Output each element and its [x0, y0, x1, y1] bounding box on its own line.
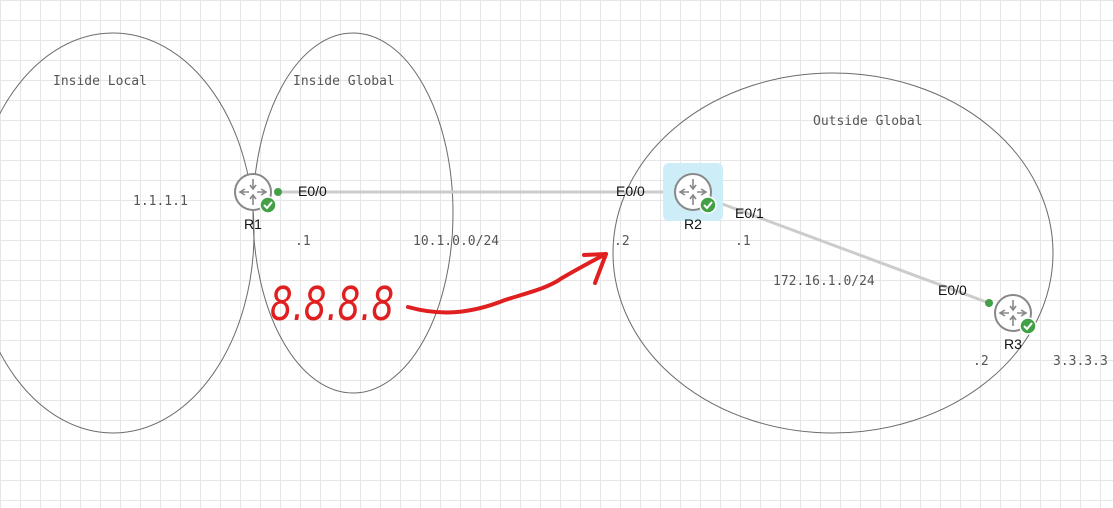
- handwritten-arrow: [406, 252, 608, 315]
- r3-host-ip: 3.3.3.3: [1053, 354, 1108, 369]
- inside-local-label: Inside Local: [53, 74, 147, 89]
- port-dot-r3-e0-0: [985, 299, 993, 307]
- inside-global-label: Inside Global: [293, 74, 395, 89]
- r3-address-suffix: .2: [973, 354, 989, 369]
- r2-right-address-suffix: .1: [735, 234, 751, 249]
- handwritten-arrowhead: [582, 252, 608, 285]
- inside-global-zone: [252, 32, 454, 394]
- router-icon: [674, 173, 712, 211]
- r3-name-label: R3: [1004, 336, 1022, 352]
- r2-interface-left-label: E0/0: [616, 183, 645, 199]
- router-r2[interactable]: [674, 173, 717, 214]
- outside-global-label: Outside Global: [813, 114, 923, 129]
- inside-local-zone: [0, 32, 255, 434]
- outside-global-zone: [612, 72, 1054, 434]
- router-r3[interactable]: [994, 294, 1037, 335]
- r2-left-address-suffix: .2: [614, 234, 630, 249]
- r2-interface-right-label: E0/1: [735, 205, 764, 221]
- link-r2-r3[interactable]: [716, 200, 990, 305]
- subnet-r2-r3-label: 172.16.1.0/24: [773, 274, 875, 289]
- r2-name-label: R2: [684, 216, 702, 232]
- r1-address-suffix: .1: [295, 234, 311, 249]
- status-check-icon: [259, 196, 277, 214]
- port-dot-r1-e0-0: [274, 188, 282, 196]
- r3-interface-label: E0/0: [938, 282, 967, 298]
- subnet-r1-r2-label: 10.1.0.0/24: [413, 234, 499, 249]
- r1-name-label: R1: [244, 216, 262, 232]
- status-check-icon: [1019, 317, 1037, 335]
- handwritten-ip-annotation: 8.8.8.8: [270, 277, 394, 331]
- r1-host-ip: 1.1.1.1: [133, 194, 188, 209]
- router-r1[interactable]: [234, 173, 277, 214]
- r1-interface-label: E0/0: [298, 183, 327, 199]
- status-check-icon: [699, 196, 717, 214]
